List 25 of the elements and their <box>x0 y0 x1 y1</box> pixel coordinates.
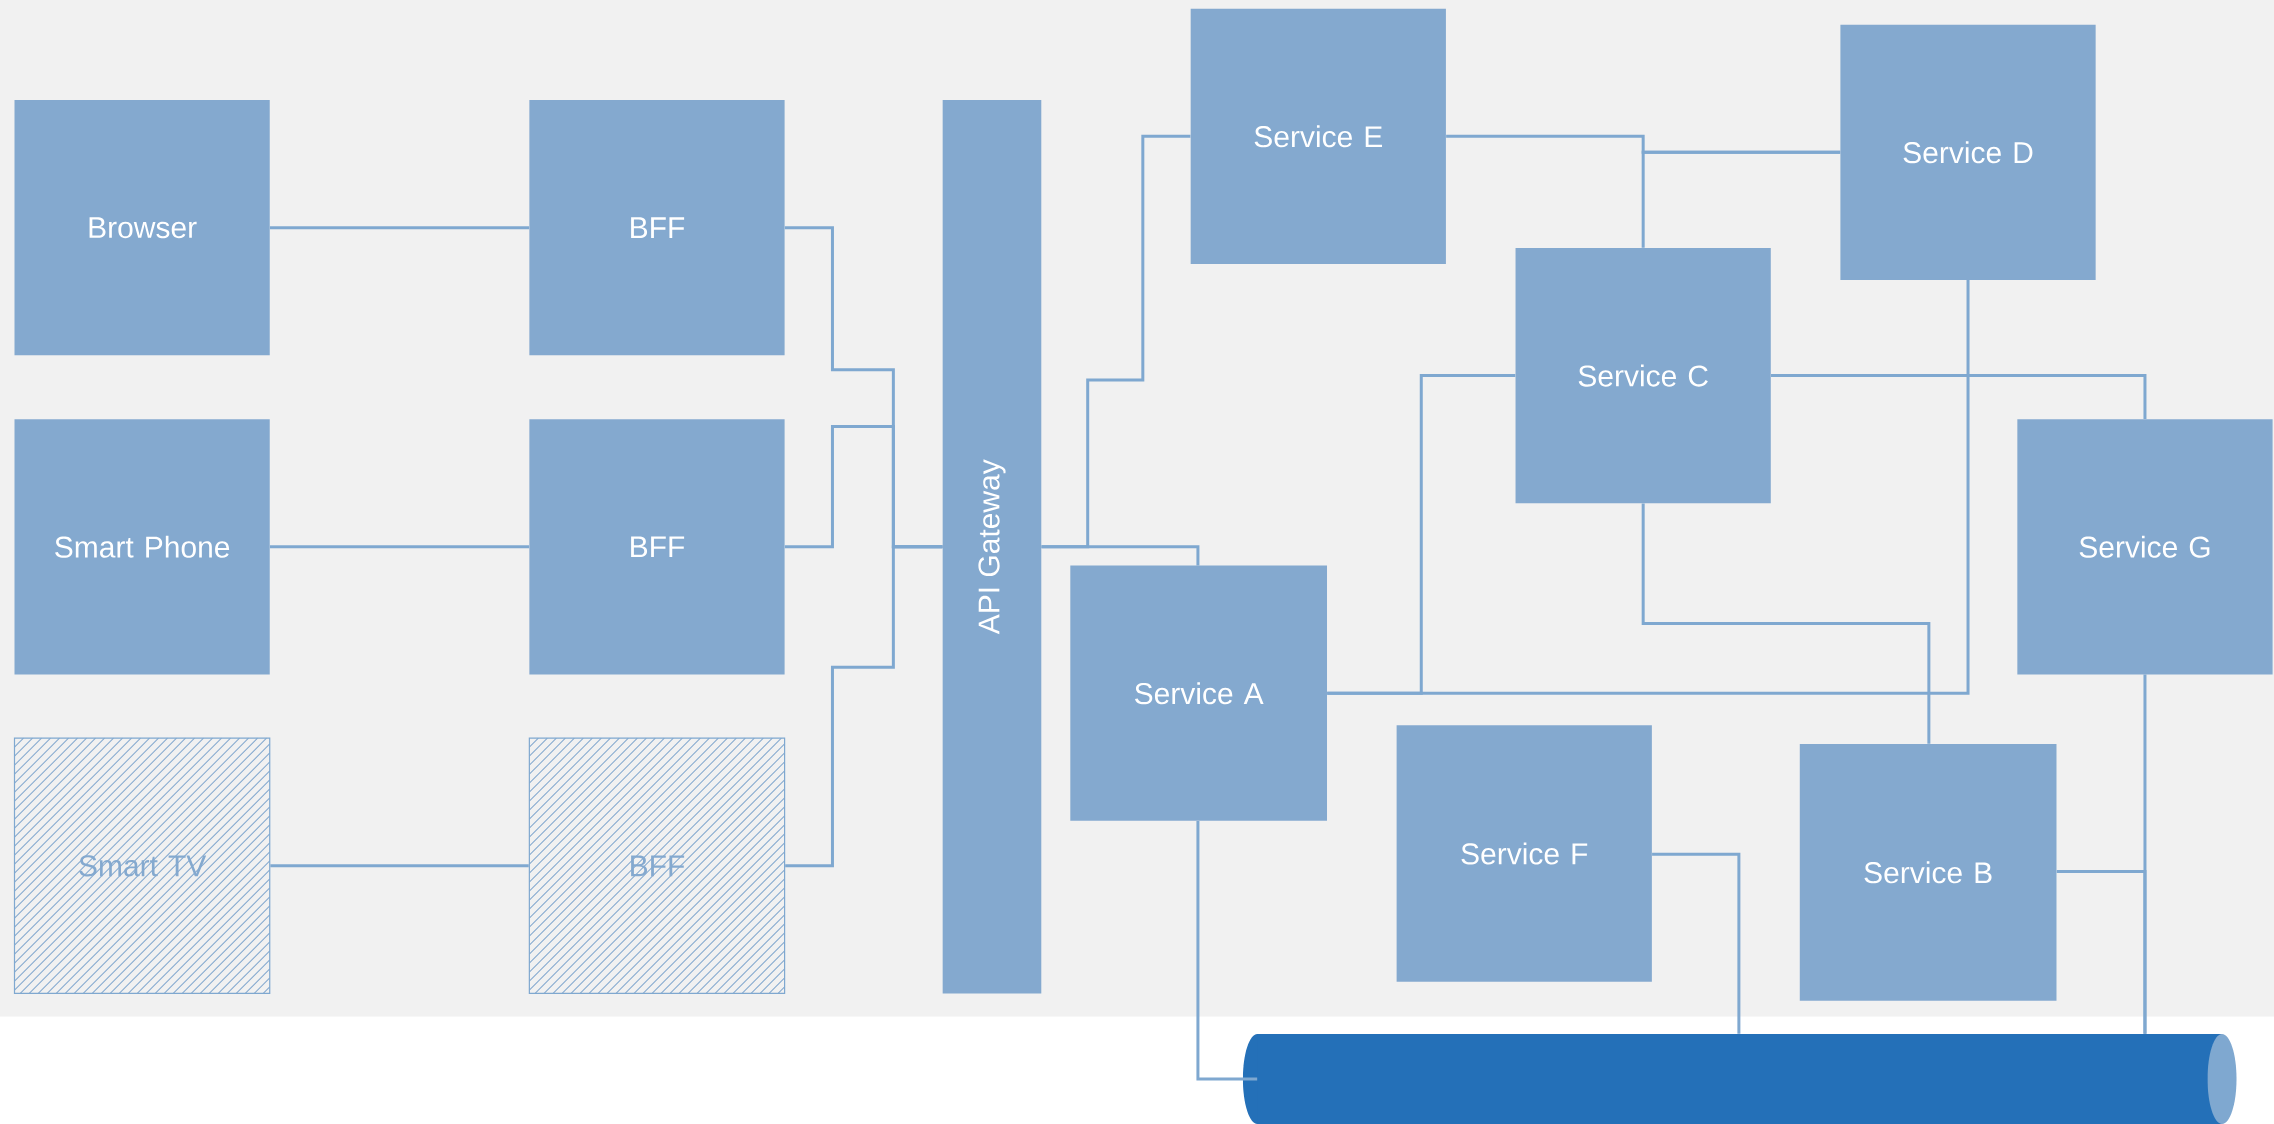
connector-line <box>1771 374 2147 419</box>
connector-line <box>1652 852 1741 1034</box>
service-box: Browser <box>14 100 270 356</box>
storage-cylinder <box>1242 1034 2237 1124</box>
service-box: Service E <box>1190 8 1446 264</box>
connector-line <box>269 545 530 549</box>
service-box: Service C <box>1515 248 1771 504</box>
connector-line <box>270 864 529 868</box>
connector-line <box>269 226 530 230</box>
service-box: Service A <box>1070 565 1327 821</box>
gateway-bar: API Gateway <box>942 100 1042 994</box>
service-box: Service B <box>1799 744 2057 1001</box>
connector-line <box>1641 503 1931 744</box>
service-box: Service D <box>1840 24 2096 280</box>
service-box: Service G <box>2017 419 2273 675</box>
connector-line <box>1641 150 1841 248</box>
service-box: Smart Phone <box>14 419 270 675</box>
service-box: BFF <box>529 100 785 356</box>
service-box: BFF <box>529 419 785 675</box>
connector-line <box>1327 280 1970 695</box>
connector-line <box>2056 870 2147 1034</box>
connector-line <box>1041 545 1200 566</box>
service-box: Service F <box>1396 725 1652 982</box>
connector-line <box>1196 821 1258 1081</box>
connector-line <box>785 545 943 868</box>
